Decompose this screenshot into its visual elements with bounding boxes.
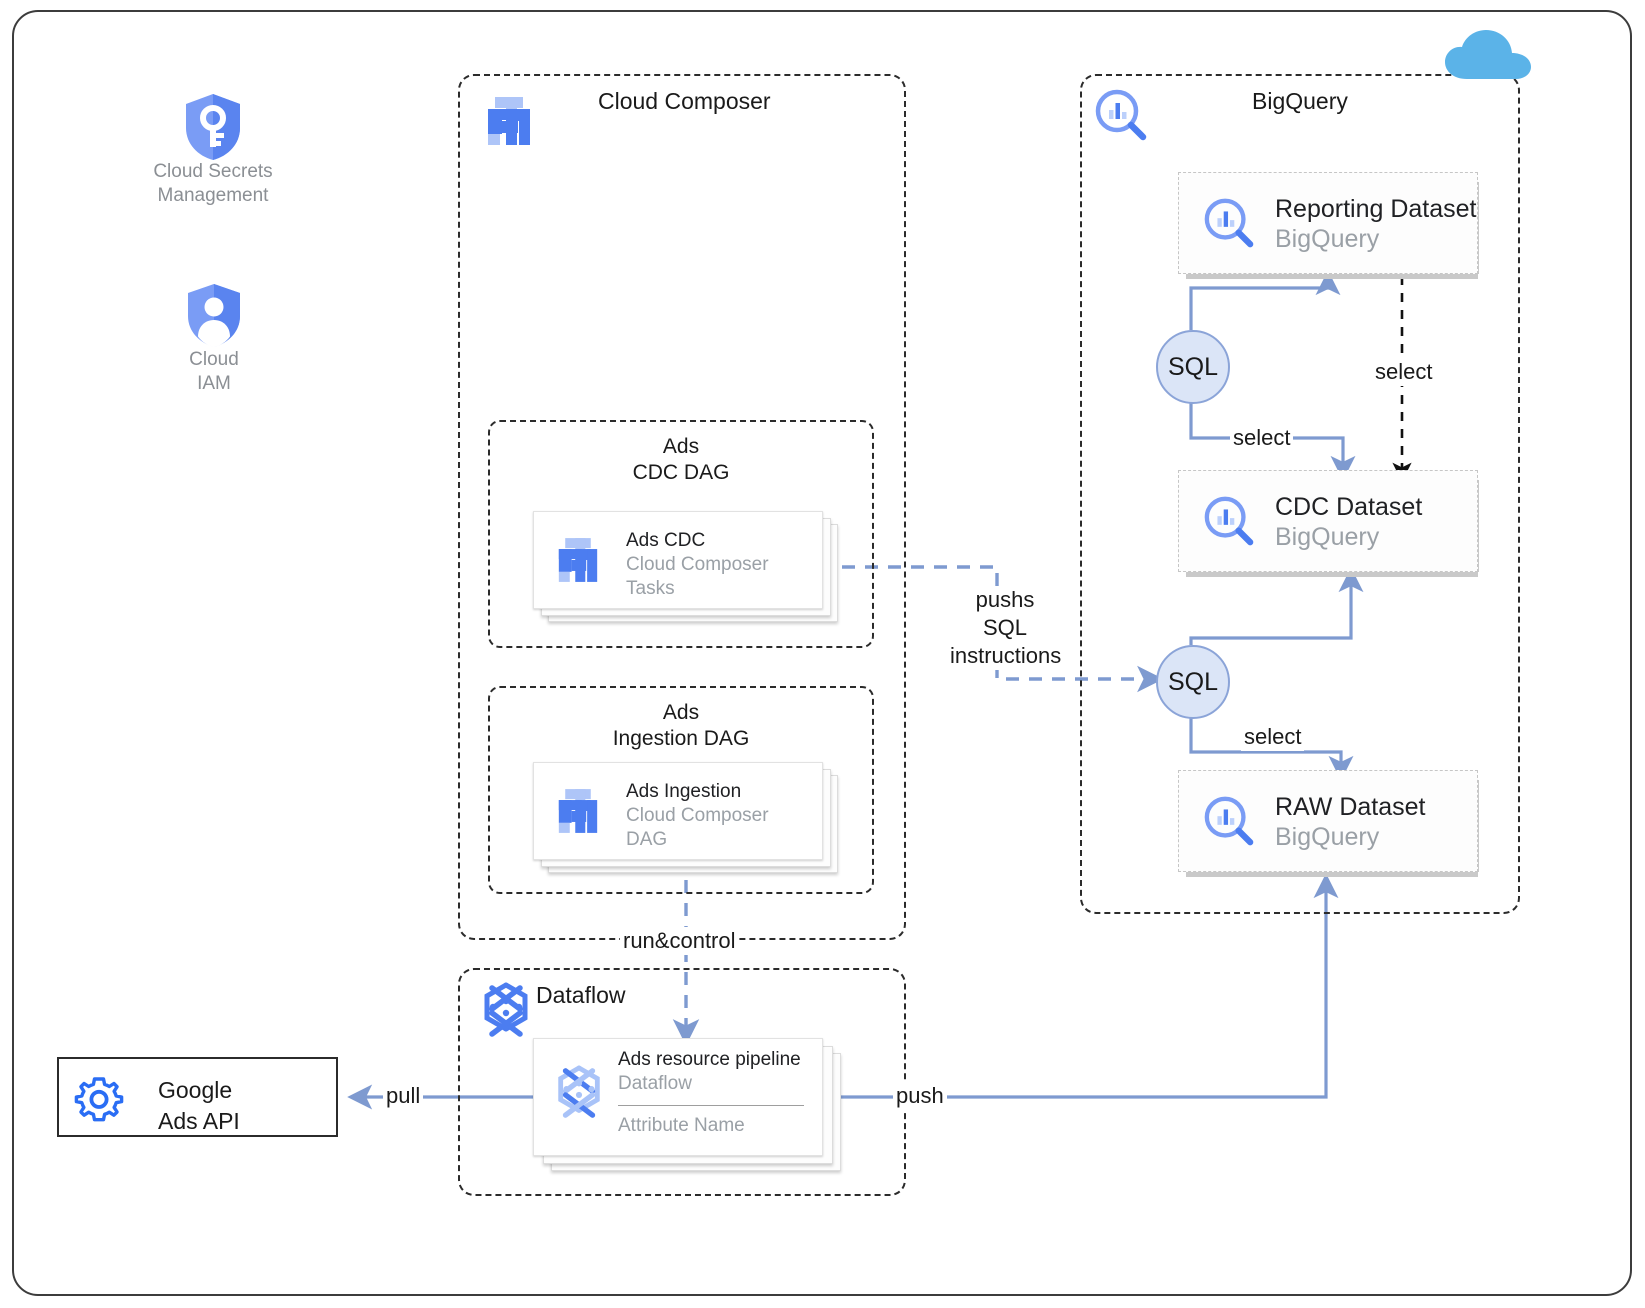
bigquery-icon [1094,88,1148,142]
connector-label-pull: pull [383,1082,424,1110]
connector-label-run-control: run&control [620,927,739,955]
shield-key-icon [182,92,244,162]
group-title-cloud-composer: Cloud Composer [598,88,771,114]
connector-label-push: push [893,1082,947,1110]
dataset-cdc[interactable]: CDC Dataset BigQuery [1178,470,1478,572]
connector-label-select-raw: select [1241,723,1305,751]
group-bigquery [1080,74,1520,914]
dataset-shadow-reporting [1186,272,1478,279]
card-ads-cdc[interactable]: Ads CDC Cloud Composer Tasks [533,511,823,609]
dataset-raw[interactable]: RAW Dataset BigQuery [1178,770,1478,872]
cloud-composer-icon [486,96,532,146]
sql-node-bottom[interactable]: SQL [1156,645,1230,719]
connector-label-pushs-sql: pushs SQL instructions [947,586,1063,670]
service-label-secrets: Cloud Secrets Management [153,161,273,206]
group-title-bigquery: BigQuery [1252,88,1348,114]
dataflow-icon [478,982,534,1040]
service-label-iam: Cloud IAM [189,349,239,394]
connector-label-select-reporting-cdc: select [1372,358,1436,386]
inner-group-ingestion-dag [488,686,874,894]
cloud-icon [1440,26,1536,82]
dataset-sub-raw: BigQuery [1275,823,1380,851]
dataset-reporting[interactable]: Reporting Dataset BigQuery [1178,172,1478,274]
bigquery-icon [1203,495,1255,547]
box-google-ads-api[interactable]: Google Ads API [57,1057,338,1137]
inner-title-cdc-dag: Ads CDC DAG [632,435,730,484]
connector-label-select-cdc: select [1230,424,1294,452]
inner-group-cdc-dag [488,420,874,648]
dataflow-icon [552,1065,606,1121]
card-title-ads-ingestion: Ads Ingestion [626,781,742,802]
card-attribute-pipeline: Attribute Name [618,1115,745,1136]
dataset-sub-reporting: BigQuery [1275,225,1380,253]
gear-icon [73,1074,125,1126]
bigquery-icon [1203,197,1255,249]
cloud-composer-icon [557,787,599,835]
sql-node-top-label: SQL [1167,352,1219,381]
card-sub1-ads-cdc: Cloud Composer [626,554,769,575]
card-sub-pipeline: Dataflow [618,1073,692,1094]
dataset-title-cdc: CDC Dataset [1275,493,1423,521]
sql-node-top[interactable]: SQL [1156,330,1230,404]
card-divider-pipeline [618,1105,804,1106]
card-sub2-ads-cdc: Tasks [626,578,675,599]
bigquery-icon [1203,795,1255,847]
card-ads-resource-pipeline[interactable]: Ads resource pipeline Dataflow Attribute… [533,1038,823,1156]
card-sub2-ads-ingestion: DAG [626,829,668,850]
dataset-title-reporting: Reporting Dataset [1275,195,1477,223]
card-title-ads-cdc: Ads CDC [626,530,706,551]
group-title-dataflow: Dataflow [536,982,626,1008]
card-sub1-ads-ingestion: Cloud Composer [626,805,769,826]
dataset-title-raw: RAW Dataset [1275,793,1426,821]
sql-node-bottom-label: SQL [1167,667,1219,696]
cloud-composer-icon [557,536,599,584]
dataset-shadow-cdc [1186,570,1478,577]
shield-person-icon [185,282,243,350]
inner-title-ingestion-dag: Ads Ingestion DAG [612,701,750,750]
dataset-shadow-raw [1186,870,1478,877]
card-ads-ingestion[interactable]: Ads Ingestion Cloud Composer DAG [533,762,823,860]
card-title-pipeline: Ads resource pipeline [618,1049,801,1070]
dataset-sub-cdc: BigQuery [1275,523,1380,551]
box-label-google-ads-api: Google Ads API [158,1077,240,1134]
